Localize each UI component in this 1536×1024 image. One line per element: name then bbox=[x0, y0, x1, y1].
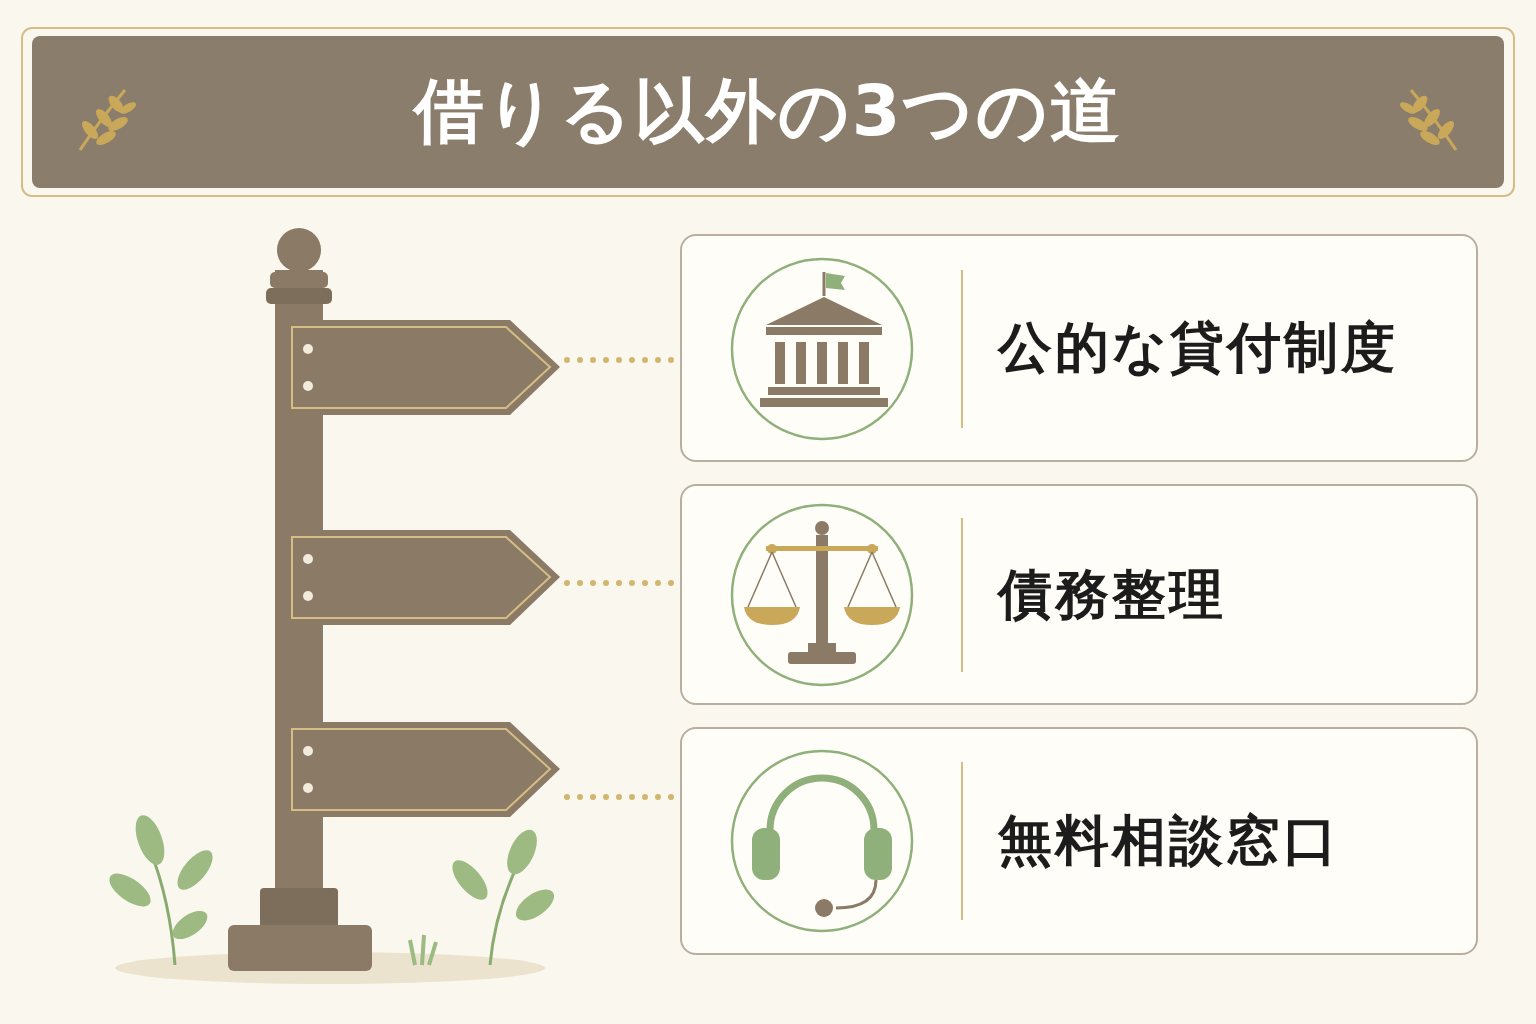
icon-circle bbox=[732, 259, 912, 931]
leader-line bbox=[567, 360, 675, 797]
headset-icon bbox=[752, 778, 892, 917]
laurel bbox=[1398, 90, 1457, 150]
option-card: 債務整理 bbox=[680, 484, 1478, 705]
title-banner: 借りる以外の3つの道 bbox=[22, 28, 1514, 196]
option-label: 債務整理 bbox=[998, 558, 1226, 631]
option-card: 無料相談窓口 bbox=[680, 727, 1478, 955]
scales-icon bbox=[744, 521, 900, 664]
divider bbox=[961, 270, 963, 920]
card-fill bbox=[681, 235, 1477, 954]
title-text: 借りる以外の3つの道 bbox=[414, 65, 1123, 159]
signpost bbox=[228, 228, 560, 971]
option-label: 無料相談窓口 bbox=[998, 805, 1340, 878]
option-label: 公的な貸付制度 bbox=[998, 312, 1398, 385]
banner bbox=[32, 36, 1504, 188]
bank-icon bbox=[760, 272, 888, 407]
banner-frame bbox=[22, 28, 1514, 196]
option-card: 公的な貸付制度 bbox=[680, 234, 1478, 462]
laurel bbox=[79, 90, 138, 150]
